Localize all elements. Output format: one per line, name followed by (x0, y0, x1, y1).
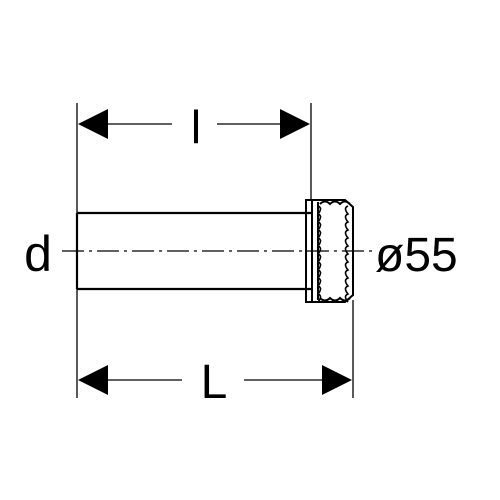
label-short-length: l (191, 101, 201, 153)
dimension-total-length: L (78, 356, 352, 409)
arrow-left-icon (78, 109, 108, 139)
label-total-length: L (201, 356, 228, 409)
arrow-left-icon (78, 365, 108, 395)
label-diameter: d (24, 226, 52, 282)
dimension-short-length: l (78, 101, 310, 153)
arrow-right-icon (280, 109, 310, 139)
arrow-right-icon (322, 365, 352, 395)
label-outer-diameter: ø55 (375, 229, 458, 282)
